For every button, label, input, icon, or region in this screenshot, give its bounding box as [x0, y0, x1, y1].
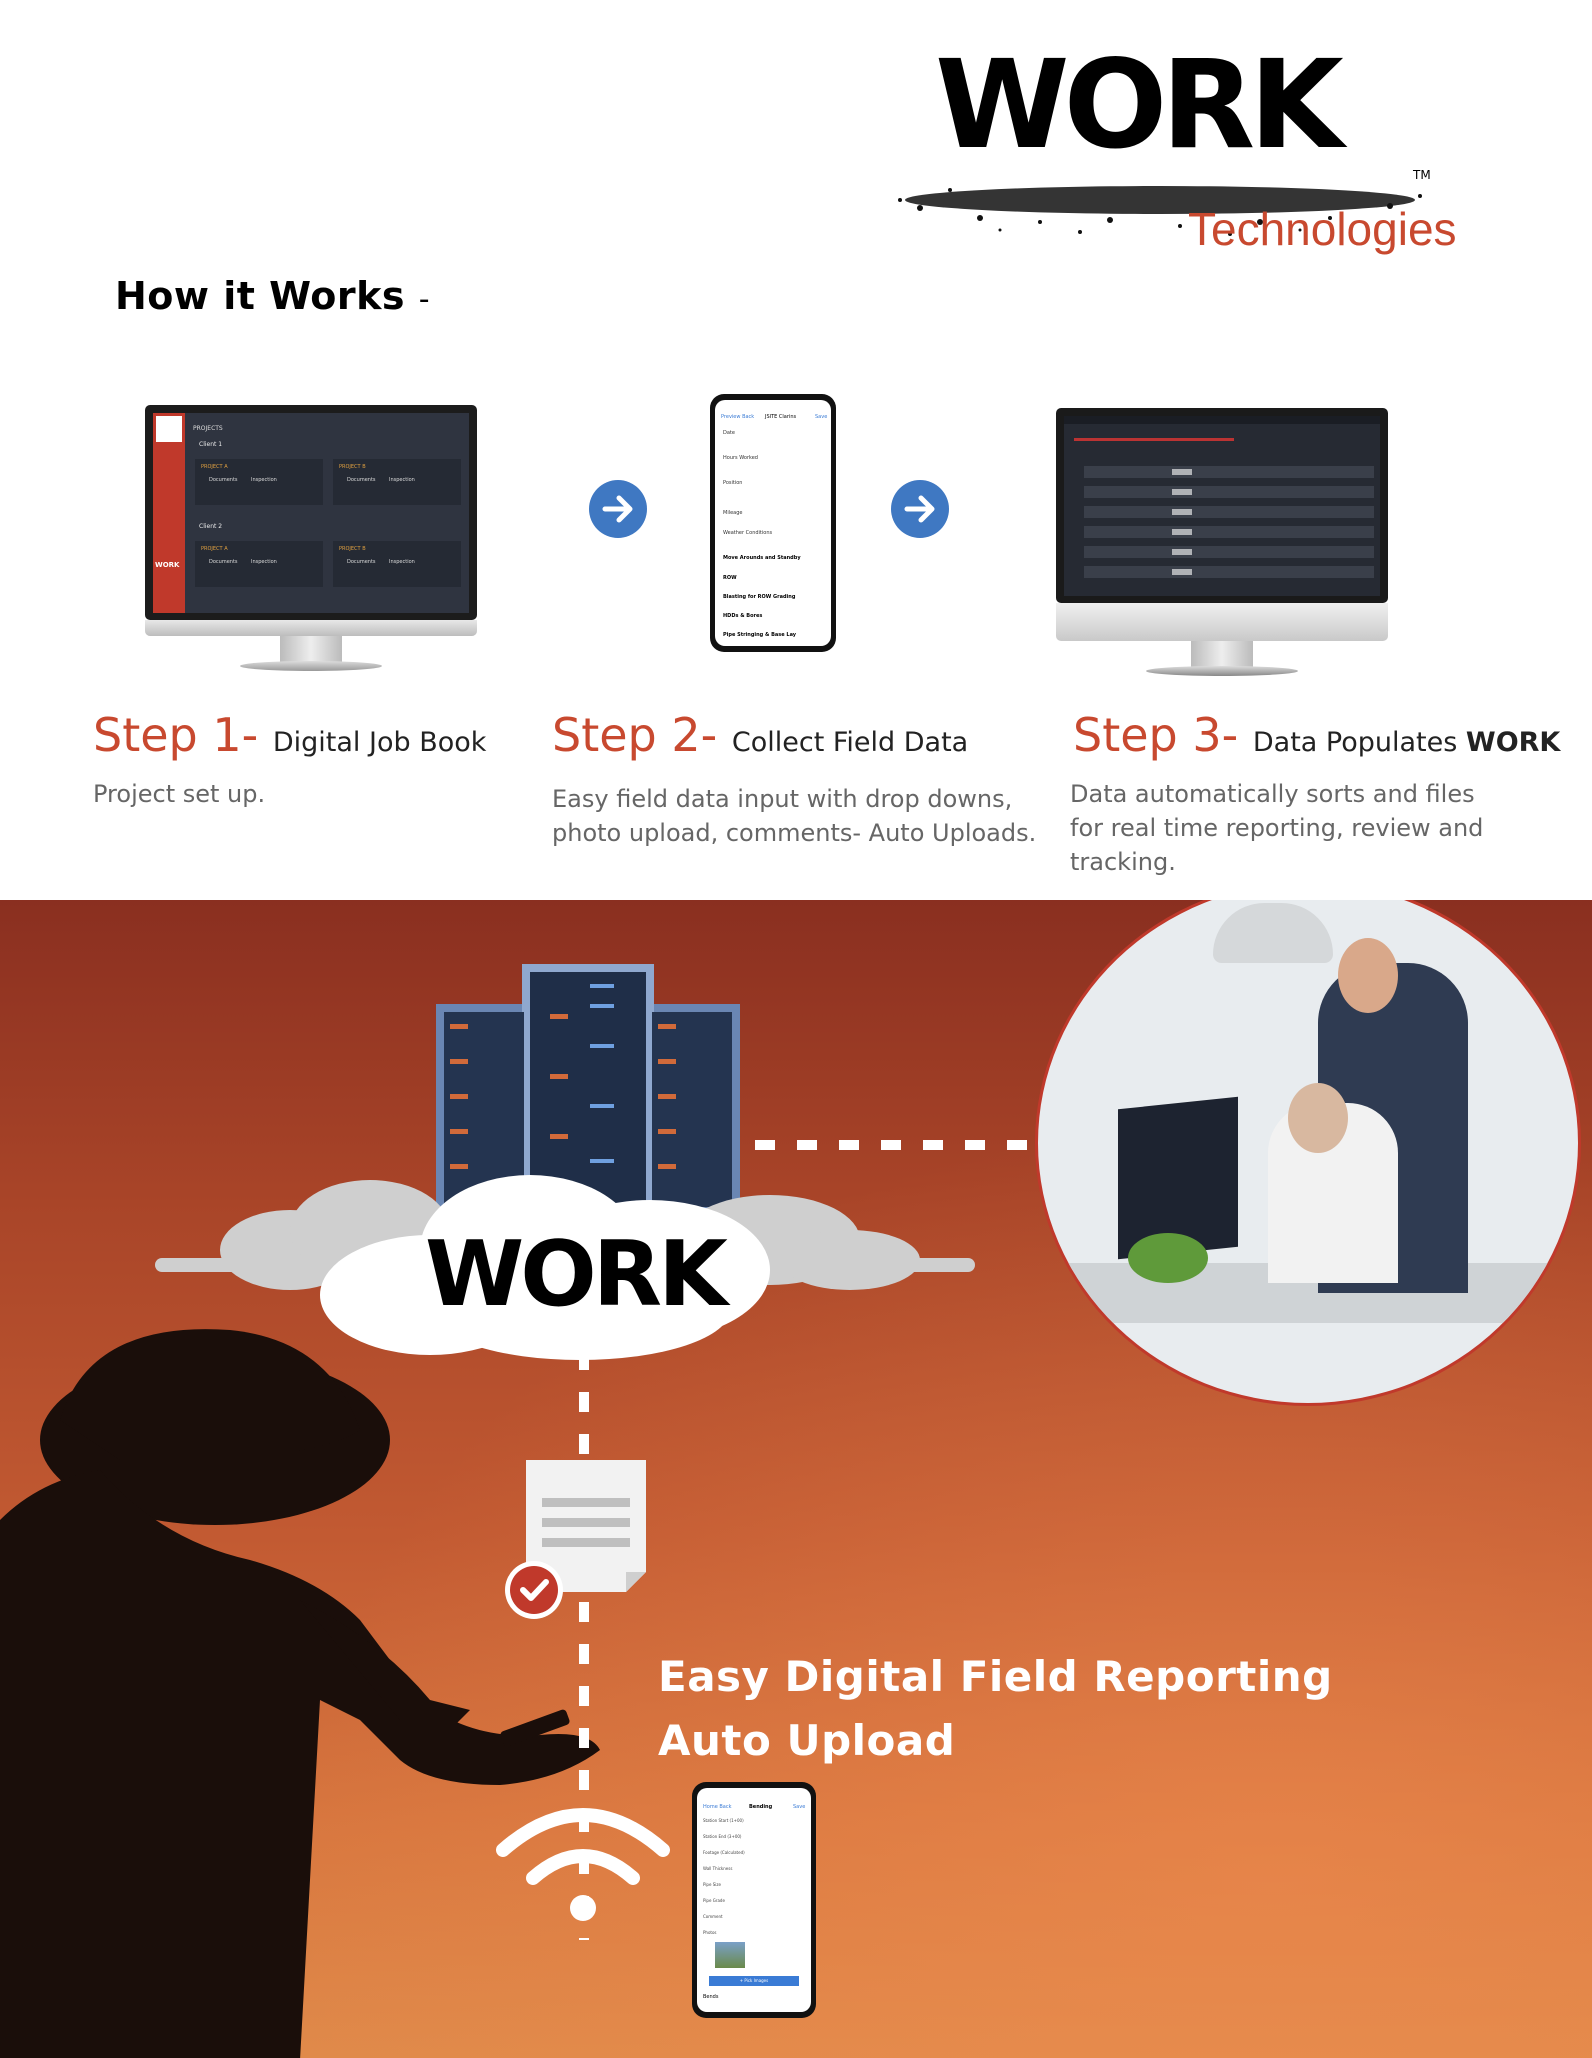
field-reporting-headline: Easy Digital Field Reporting Auto Upload — [658, 1652, 1333, 1765]
page-heading: How it Works - — [115, 274, 431, 318]
project-card[interactable]: PROJECT A Documents Inspection — [195, 541, 323, 587]
server-rack-icon — [436, 964, 740, 1224]
photo-thumbnail — [715, 1942, 745, 1968]
job-book-screen: WORK PROJECTS Client 1 Client 2 PROJECT … — [153, 413, 469, 613]
phone-bending-form: Home Back Bending Save Station Start (1+… — [692, 1782, 816, 2018]
dashed-connector — [755, 1140, 1035, 1150]
project-card[interactable]: PROJECT B Documents Inspection — [333, 459, 461, 505]
step-1-description: Project set up. — [93, 780, 266, 808]
worker-silhouette — [0, 1329, 600, 2058]
monitor-work-dashboard — [1056, 408, 1388, 678]
pick-images-button[interactable]: + Pick Images — [709, 1976, 799, 1986]
logo-trademark: TM — [1413, 168, 1431, 182]
phone-field-form: Preview Back JSITE Clarins Save Date Hou… — [710, 394, 836, 652]
step-1-title: Step 1- Digital Job Book — [93, 708, 487, 762]
office-photo — [1035, 900, 1592, 1406]
logo — [880, 40, 1500, 270]
client-2-label: Client 2 — [199, 523, 223, 530]
cloud-icon — [155, 1175, 975, 1360]
step-3-description: Data automatically sorts and files for r… — [1070, 780, 1484, 876]
data-table-rows — [1084, 466, 1374, 578]
arrow-right-icon — [891, 480, 949, 538]
projects-header: PROJECTS — [193, 425, 223, 432]
step-2-title: Step 2- Collect Field Data — [552, 708, 969, 762]
document-check-icon — [505, 1460, 646, 1619]
step-2-description: Easy field data input with drop downs, p… — [552, 785, 1037, 847]
client-1-label: Client 1 — [199, 441, 223, 448]
logo-subtitle: Technologies — [1188, 203, 1457, 255]
bottom-banner: WORK Easy Digital Field Reporting — [0, 900, 1592, 2058]
wifi-icon — [496, 1808, 670, 1921]
logo-splatter — [898, 186, 1422, 236]
cloud-work-label: WORK — [425, 1222, 728, 1327]
project-card[interactable]: PROJECT A Documents Inspection — [195, 459, 323, 505]
monitor-job-book: WORK PROJECTS Client 1 Client 2 PROJECT … — [145, 405, 477, 675]
logo-wordmark: WORK — [935, 34, 1344, 176]
step-3-title: Step 3- Data Populates WORK — [1073, 708, 1561, 762]
dashboard-screen — [1064, 416, 1380, 596]
dashed-connector-vertical — [579, 1350, 589, 1940]
arrow-right-icon — [589, 480, 647, 538]
project-card[interactable]: PROJECT B Documents Inspection — [333, 541, 461, 587]
